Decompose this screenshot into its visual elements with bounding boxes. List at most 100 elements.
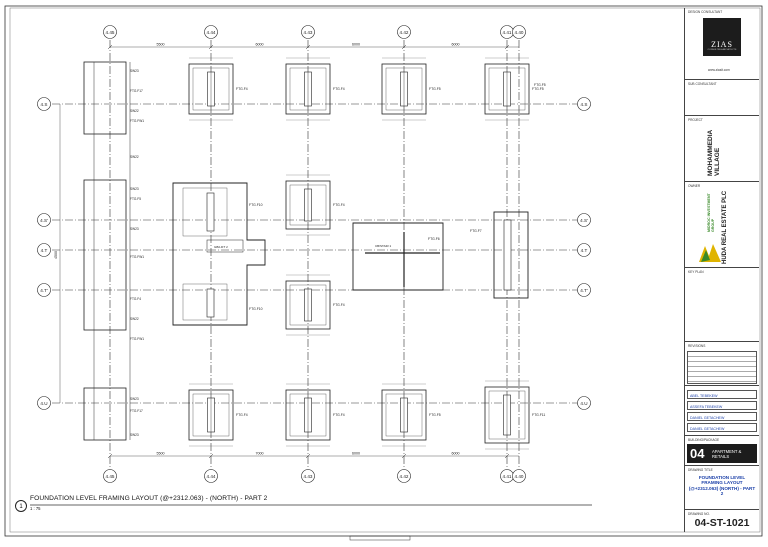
footing-inner	[385, 393, 423, 437]
sheet-title-label: DRAWING TITLE	[688, 468, 713, 472]
wall-footing-label: FTG.F17	[130, 409, 143, 413]
grid-bubble	[37, 97, 51, 111]
grid-label-top: 4.45	[106, 30, 115, 35]
block-label: BUILDING/PACKAGE	[688, 438, 720, 442]
people-cell: ABEL TEBEKEW ASSEFA TEBEKEW DANIEL GETAC…	[685, 386, 759, 436]
grid-label-bottom: 4.45	[106, 474, 115, 479]
top-dimension-tick	[208, 44, 214, 50]
logo-sub: CONSULTING ARCHITECTS	[707, 49, 737, 51]
grid-label-left: 4.T'	[40, 288, 48, 293]
combined-footing-label: FTG.F10	[249, 203, 263, 207]
footing-inner	[385, 67, 423, 111]
wall-footing-label: SW23	[130, 397, 139, 401]
top-dimension-tick	[107, 44, 113, 50]
revisions-cell: REVISIONS	[685, 342, 759, 386]
sub-consultant-label: SUB CONSULTANT	[688, 82, 717, 86]
footing-label: FTG.F5	[429, 413, 441, 417]
footing-label: FTG.F4	[236, 87, 248, 91]
footing	[285, 63, 331, 115]
footing-label: FTG.F4	[333, 203, 345, 207]
wall-footing-bottom	[83, 387, 127, 441]
bottom-dimension-text: 6000	[452, 452, 460, 456]
consultant-cell: DESIGN CONSULTANT ZIAS CONSULTING ARCHIT…	[685, 8, 759, 80]
person-1: ABEL TEBEKEW	[687, 390, 757, 399]
revision-table	[687, 351, 757, 384]
footing-inner	[488, 390, 526, 440]
wall-footing-label: FTG.FW1	[130, 337, 144, 341]
stair-core-label: CB/STAIR 1	[375, 244, 391, 248]
sheet-title-cell: DRAWING TITLE FOUNDATION LEVEL FRAMING L…	[685, 466, 759, 510]
key-plan-cell: KEY PLAN	[685, 268, 759, 342]
footing-inner	[289, 393, 327, 437]
grid-label-left: 4.T	[41, 248, 48, 253]
sheet-border	[4, 5, 763, 537]
sheet-number-cell: DRAWING NO. 04-ST-1021	[685, 510, 759, 532]
stair-core-ftg-label: FTG.F6	[428, 237, 440, 241]
owner-name: HUDA REAL ESTATE PLC	[722, 190, 728, 264]
footing-label: FTG.F5	[532, 87, 544, 91]
grid-label-bottom: 4.41	[503, 474, 512, 479]
grid-bubble	[103, 469, 117, 483]
bottom-dimension-text: 6000	[352, 452, 360, 456]
footing-inner	[192, 67, 230, 111]
stair-core-footing	[352, 222, 444, 291]
top-dimension-tick	[305, 44, 311, 50]
top-dimension-text: 5500	[157, 43, 165, 47]
wall-footing-label: SW23	[130, 433, 139, 437]
left-dimension-text: 4500	[54, 251, 58, 259]
bottom-dimension-tick	[504, 453, 510, 459]
wall-footing-label: SW22	[130, 317, 139, 321]
drawing-title: FOUNDATION LEVEL FRAMING LAYOUT (@+2312.…	[30, 495, 268, 502]
person-4: DANIEL GETACHEW	[687, 423, 757, 432]
person-3: DANIEL GETACHEW	[687, 412, 757, 421]
grid-label-bottom: 4.40	[515, 474, 524, 479]
sheet-title: FOUNDATION LEVEL FRAMING LAYOUT (@+2312.…	[688, 475, 756, 497]
wall-footing-label: FTG.FW1	[130, 255, 144, 259]
key-plan-label: KEY PLAN	[688, 270, 704, 274]
footing-label: FTG.F4	[333, 87, 345, 91]
combined-footing-column	[206, 288, 215, 318]
grid-label-top: 4.43	[304, 30, 313, 35]
grid-label-right: 4.S	[581, 102, 588, 107]
wall-footing-label: SW23	[130, 187, 139, 191]
grid-label-bottom: 4.44	[207, 474, 216, 479]
grid-label-right: 4.T'	[580, 288, 588, 293]
top-dimension-text: 6000	[352, 43, 360, 47]
footing-label: FTG.F4	[333, 413, 345, 417]
combined-footing-pad	[182, 187, 228, 237]
wall-footing-label: FTG.FW1	[130, 119, 144, 123]
wall-footing-label: SW22	[130, 155, 139, 159]
footing	[285, 280, 331, 330]
wall-footing-label: SW23	[130, 69, 139, 73]
top-dimension-text: 6000	[256, 43, 264, 47]
grid-bubble	[397, 469, 411, 483]
title-block: DESIGN CONSULTANT ZIAS CONSULTING ARCHIT…	[684, 8, 759, 532]
owner-label: OWNER	[688, 184, 701, 188]
grid-bubble	[512, 469, 526, 483]
sheet-number-label: DRAWING NO.	[688, 512, 710, 516]
block-name: APARTMENT & RETAILS	[712, 449, 742, 459]
footing	[285, 389, 331, 441]
wall-footing-top	[83, 61, 127, 135]
grid-label-bottom: 4.43	[304, 474, 313, 479]
grid-bubble	[577, 283, 591, 297]
consultant-label: DESIGN CONSULTANT	[688, 10, 723, 14]
wall-footing-label: FTG.F5	[130, 197, 141, 201]
grid-label-bottom: 4.42	[400, 474, 409, 479]
bottom-dimension-tick	[401, 453, 407, 459]
combined-footing-label: FTG.F10	[249, 307, 263, 311]
grid-bubble	[397, 25, 411, 39]
owner-group: MIDROC INVESTMENT GROUP	[707, 193, 715, 232]
bottom-dimension-tick	[305, 453, 311, 459]
footing-inner	[488, 67, 526, 111]
footing	[484, 63, 530, 115]
footing-inner	[289, 184, 327, 226]
grid-bubble	[577, 396, 591, 410]
lift-core	[206, 239, 244, 253]
grid-bubble	[301, 25, 315, 39]
website-text: www.ziasit.com	[708, 68, 730, 72]
top-dimension-tick	[504, 44, 510, 50]
person-2: ASSEFA TEBEKEW	[687, 401, 757, 410]
